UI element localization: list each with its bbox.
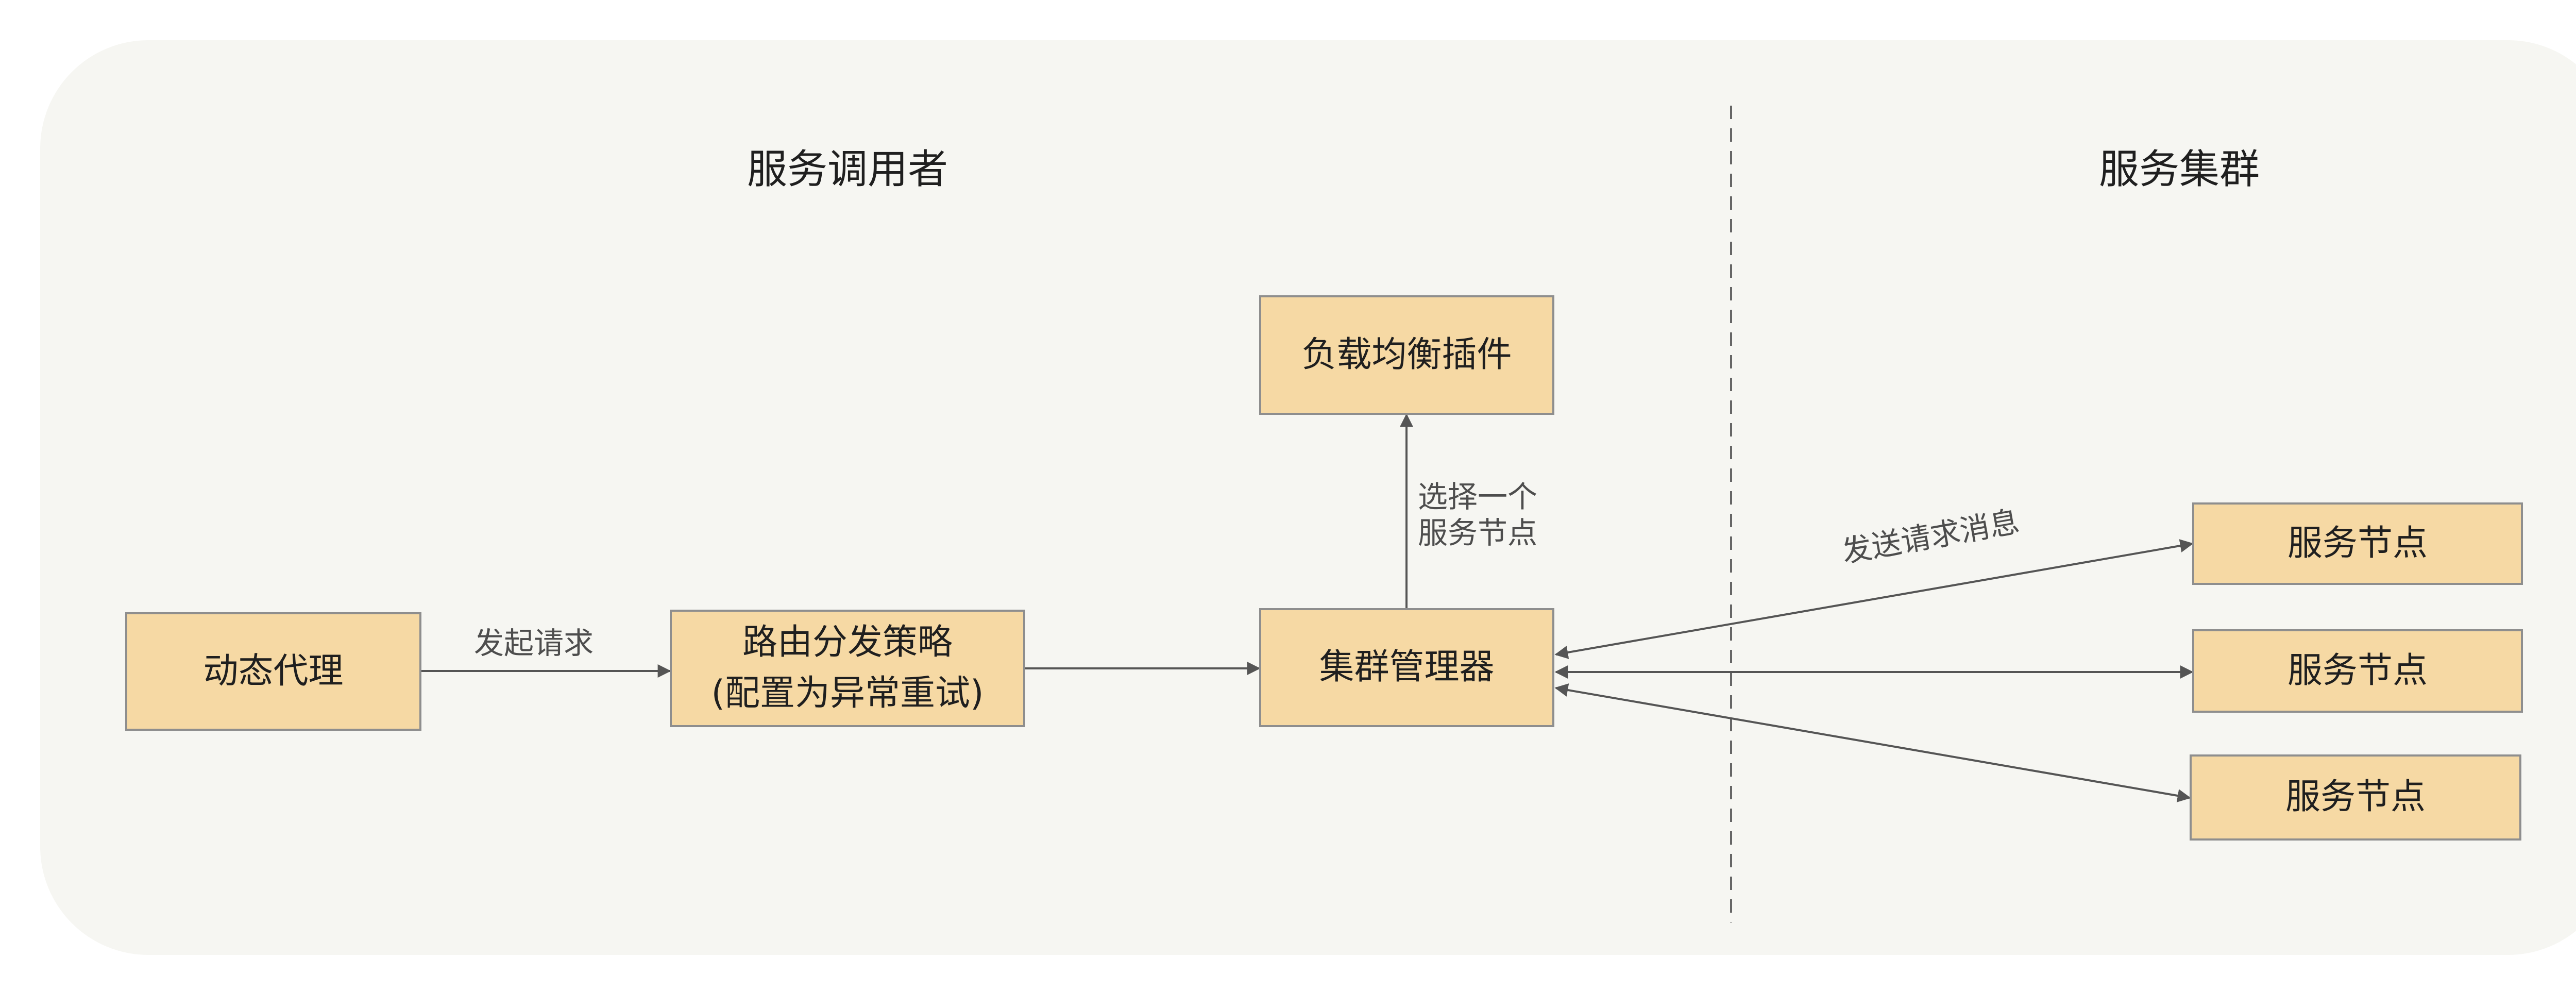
dynamic-proxy-label: 动态代理 [203,650,344,692]
cluster-manager-label: 集群管理器 [1319,647,1495,688]
diagram-background [40,40,2576,955]
select-node-label-line1: 选择一个 [1418,479,1538,514]
section-title-cluster: 服务集群 [2098,146,2260,193]
service-node-1-label: 服务节点 [2287,523,2428,564]
edge-manager-node-1 [1554,539,2194,659]
routing-strategy-label: 路由分发策略 [742,622,953,663]
service-node-2-label: 服务节点 [2287,650,2428,691]
edge-manager-node-3 [1554,683,2191,802]
cluster-manager-node: 集群管理器 [1259,608,1554,727]
service-node-3: 服务节点 [2190,754,2521,841]
service-node-1: 服务节点 [2192,502,2523,585]
routing-strategy-node: 路由分发策略 (配置为异常重试) [670,610,1025,727]
section-title-caller: 服务调用者 [747,146,948,193]
dynamic-proxy-node: 动态代理 [125,612,421,731]
select-node-label-line2: 服务节点 [1418,515,1538,550]
send-request-label: 发起请求 [474,626,594,661]
routing-strategy-note: (配置为异常重试) [711,673,984,714]
load-balancer-plugin-node: 负载均衡插件 [1259,295,1554,415]
service-node-2: 服务节点 [2192,629,2523,713]
load-balancer-plugin-label: 负载均衡插件 [1301,334,1512,375]
select-node-label: 选择一个 服务节点 [1418,479,1537,551]
service-node-3-label: 服务节点 [2285,777,2426,818]
